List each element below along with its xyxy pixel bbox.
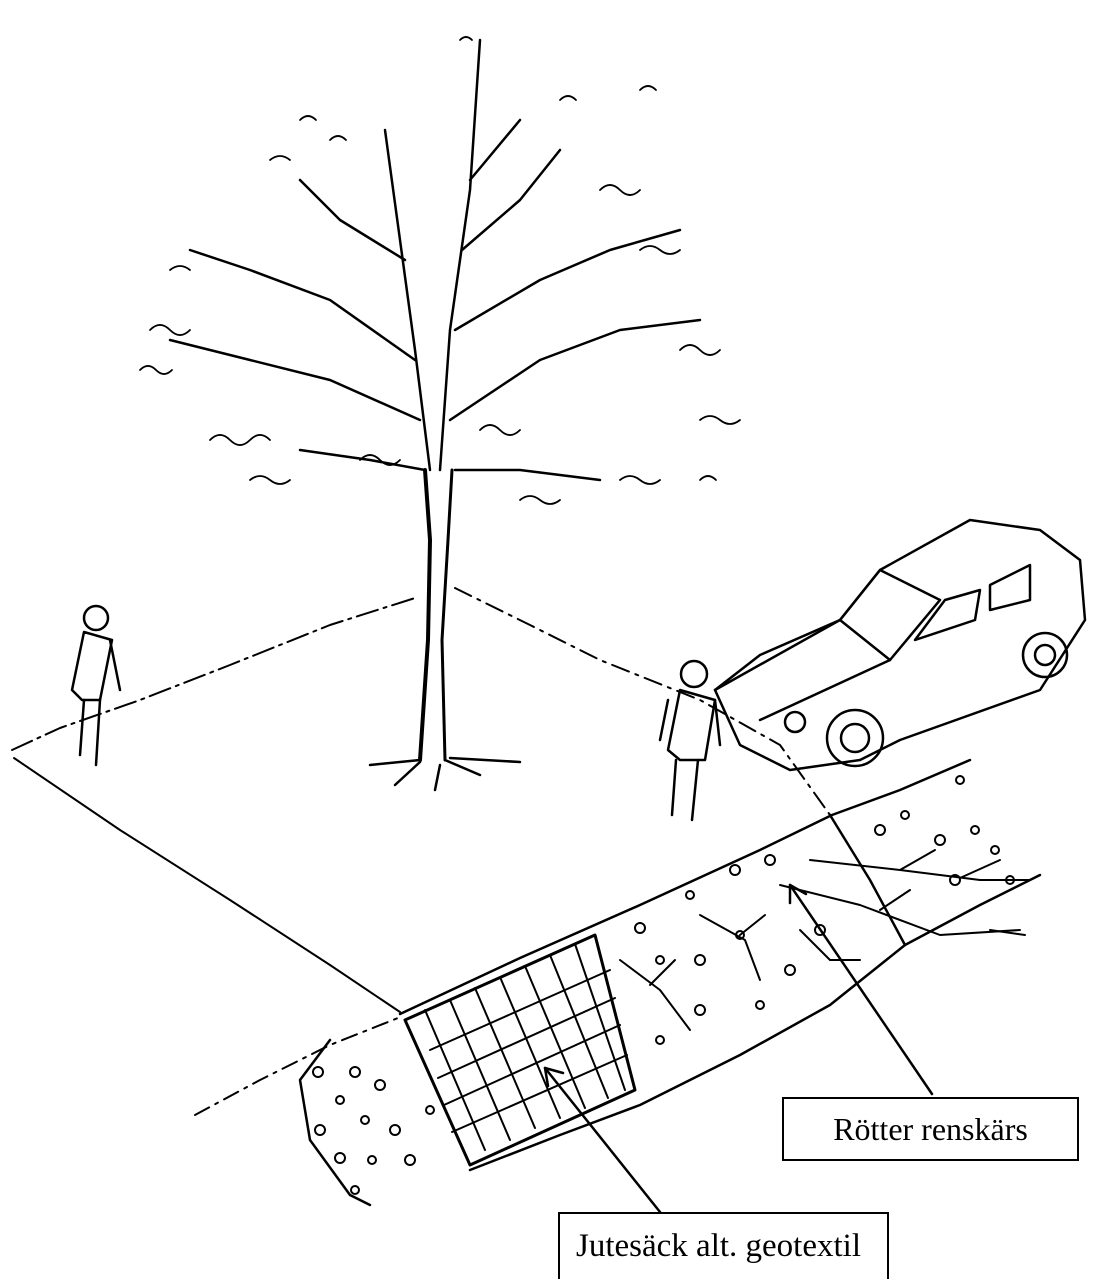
leader-lines (545, 885, 932, 1212)
car-body (715, 520, 1085, 770)
severed-roots (620, 850, 1030, 1030)
label-jute-sack: Jutesäck alt. geotextil (558, 1212, 889, 1279)
tree-foliage (140, 37, 740, 504)
car-windshield (840, 570, 940, 660)
leader-jute (545, 1068, 660, 1212)
grid-outline (405, 935, 635, 1165)
trench-back-edge (400, 760, 970, 1014)
car-headlight (785, 712, 805, 732)
car-wheel-rear (1023, 633, 1067, 677)
ground-edge-front-left (14, 758, 400, 1012)
car-wheel-front (827, 710, 883, 766)
tree-roots (370, 758, 520, 790)
label-roots-cut-text: Rötter renskärs (833, 1111, 1028, 1148)
tree-trunk-left (420, 470, 430, 760)
label-roots-cut: Rötter renskärs (782, 1097, 1079, 1161)
ground-edge-back-left (12, 598, 415, 750)
person-right (660, 661, 720, 820)
trench-end-right (830, 815, 905, 945)
trench-end-left (300, 1040, 370, 1205)
leader-roots (790, 885, 932, 1094)
ground-edge-far-left (195, 1018, 398, 1115)
car (715, 520, 1085, 770)
ground-plane (12, 588, 830, 1115)
tree-trunk-right (442, 470, 452, 760)
car-window (915, 565, 1030, 640)
tree (170, 40, 700, 790)
person-left (72, 606, 120, 765)
label-jute-sack-text: Jutesäck alt. geotextil (576, 1228, 861, 1265)
leader-roots-arrow (790, 885, 806, 903)
ground-edge-back-right (455, 588, 830, 815)
jute-sack-grid (405, 935, 635, 1165)
